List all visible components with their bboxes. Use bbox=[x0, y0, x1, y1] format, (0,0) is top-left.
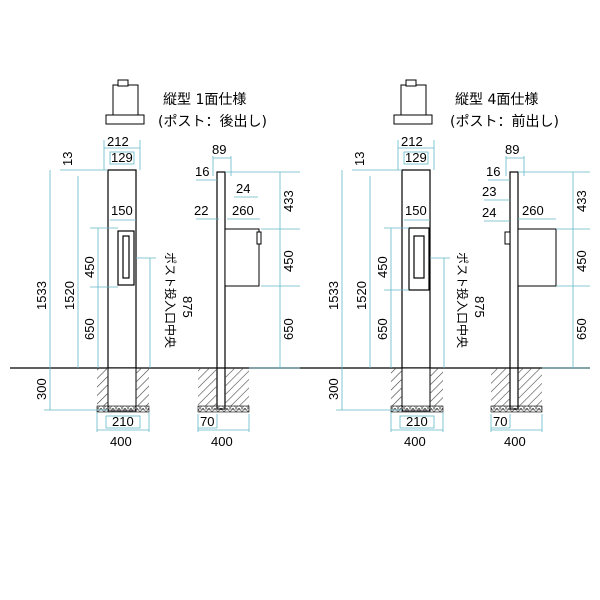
dim-upper-height: 433 bbox=[281, 190, 296, 212]
dim-inner-width: 129 bbox=[405, 150, 427, 165]
dim-lower-height: 650 bbox=[82, 318, 97, 340]
dim-post-height: 1520 bbox=[354, 281, 369, 310]
dim-top-width: 212 bbox=[107, 134, 129, 149]
dim-box-depth: 260 bbox=[232, 203, 254, 218]
dim-side-footing-outer: 400 bbox=[504, 434, 526, 449]
left-front-dims: 212 129 13 150 1533 1520 450 650 300 bbox=[34, 134, 195, 449]
dim-footing-outer: 400 bbox=[404, 434, 426, 449]
dim-slot-width: 150 bbox=[405, 203, 427, 218]
dim-footing-depth: 300 bbox=[326, 378, 341, 400]
right-front-dims: 212 129 13 150 1533 1520 450 650 300 ポスト… bbox=[326, 134, 487, 449]
dim-side-box-height: 450 bbox=[281, 250, 296, 272]
dim-post-height: 1520 bbox=[62, 281, 77, 310]
dim-post-depth: 16 bbox=[486, 164, 500, 179]
dim-top-offset: 13 bbox=[60, 152, 75, 166]
dim-center-height: 875 bbox=[180, 296, 195, 318]
dim-post-depth: 16 bbox=[195, 164, 209, 179]
dim-wall: 22 bbox=[194, 203, 208, 218]
dim-footing-post: 70 bbox=[493, 414, 507, 429]
dim-side-box-height: 450 bbox=[574, 250, 589, 272]
center-note: ポスト投入口中央 bbox=[163, 252, 178, 348]
dim-footing-post: 70 bbox=[200, 414, 214, 429]
dim-slot-width: 150 bbox=[111, 203, 133, 218]
dim-box-height: 450 bbox=[375, 256, 390, 278]
dim-footing-depth: 300 bbox=[34, 378, 49, 400]
right-variant: 縦型 4面仕様 (ポスト：前出し) 212 129 13 150 bbox=[326, 79, 590, 449]
left-variant: 縦型 1面仕様 (ポスト：後出し) 212 129 13 150 bbox=[34, 79, 300, 449]
center-note: ポスト投入口中央 bbox=[455, 252, 470, 348]
left-title: 縦型 1面仕様 bbox=[163, 92, 246, 108]
dim-box-height: 450 bbox=[82, 256, 97, 278]
dim-center-height: 875 bbox=[472, 296, 487, 318]
dim-top-depth: 89 bbox=[212, 142, 226, 157]
dim-upper-height: 433 bbox=[574, 190, 589, 212]
left-subtitle: (ポスト：後出し) bbox=[158, 114, 267, 130]
right-subtitle: (ポスト：前出し) bbox=[450, 113, 559, 130]
left-side-view bbox=[197, 171, 262, 413]
dim-inner-width: 129 bbox=[111, 150, 133, 165]
right-title: 縦型 4面仕様 bbox=[455, 92, 538, 108]
dim-footing-inner: 210 bbox=[112, 414, 134, 429]
dim-side-lower-height: 650 bbox=[574, 318, 589, 340]
dim-gap: 24 bbox=[236, 181, 250, 196]
dim-total-height: 1533 bbox=[34, 281, 49, 310]
top-view-icon bbox=[105, 79, 145, 125]
dim-gap: 24 bbox=[482, 205, 496, 220]
left-side-dims: 89 16 24 22 260 433 450 650 bbox=[194, 142, 300, 449]
dim-box-depth: 260 bbox=[522, 203, 544, 218]
dim-footing-outer: 400 bbox=[110, 434, 132, 449]
dim-lower-height: 650 bbox=[375, 318, 390, 340]
left-front-view bbox=[96, 169, 150, 413]
dim-offset: 23 bbox=[482, 184, 496, 199]
dim-total-height: 1533 bbox=[326, 281, 341, 310]
dim-side-lower-height: 650 bbox=[281, 318, 296, 340]
dim-side-footing-outer: 400 bbox=[211, 434, 233, 449]
top-view-icon bbox=[393, 79, 433, 125]
right-front-view bbox=[390, 169, 444, 413]
right-side-dims: 89 16 23 24 260 433 450 650 70 bbox=[482, 142, 590, 449]
right-side-view bbox=[490, 171, 557, 413]
dim-top-width: 212 bbox=[401, 134, 423, 149]
dim-top-offset: 13 bbox=[352, 152, 367, 166]
dim-footing-inner: 210 bbox=[406, 414, 428, 429]
dim-top-depth: 89 bbox=[505, 142, 519, 157]
